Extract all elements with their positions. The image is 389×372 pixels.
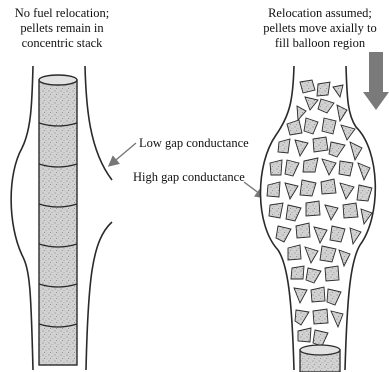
axial-movement-arrow-icon (363, 52, 389, 110)
left-cladding-outer-left (11, 66, 33, 370)
left-caption-line-1: No fuel relocation; (15, 6, 109, 20)
left-caption-line-2: pellets remain in (20, 21, 104, 35)
high-gap-conductance-label: High gap conductance (133, 170, 245, 184)
right-caption: Relocation assumed; pellets move axially… (263, 6, 377, 50)
left-pellet-stack (39, 75, 77, 365)
left-pellet-top (39, 75, 77, 85)
low-gap-conductance-label: Low gap conductance (139, 136, 249, 150)
left-pellet-column (39, 80, 77, 365)
left-caption: No fuel relocation; pellets remain in co… (15, 6, 109, 50)
callouts: Low gap conductance High gap conductance (110, 136, 264, 197)
left-caption-line-3: concentric stack (22, 36, 104, 50)
right-bottom-pellet (300, 345, 340, 372)
left-cladding-lower-right (86, 222, 112, 370)
right-caption-line-2: pellets move axially to (263, 21, 377, 35)
left-cladding-outer-right (85, 66, 112, 180)
right-caption-line-1: Relocation assumed; (268, 6, 372, 20)
low-gap-arrow (110, 143, 136, 165)
right-ballooned-rod (260, 66, 375, 372)
right-caption-line-3: fill balloon region (275, 36, 366, 50)
